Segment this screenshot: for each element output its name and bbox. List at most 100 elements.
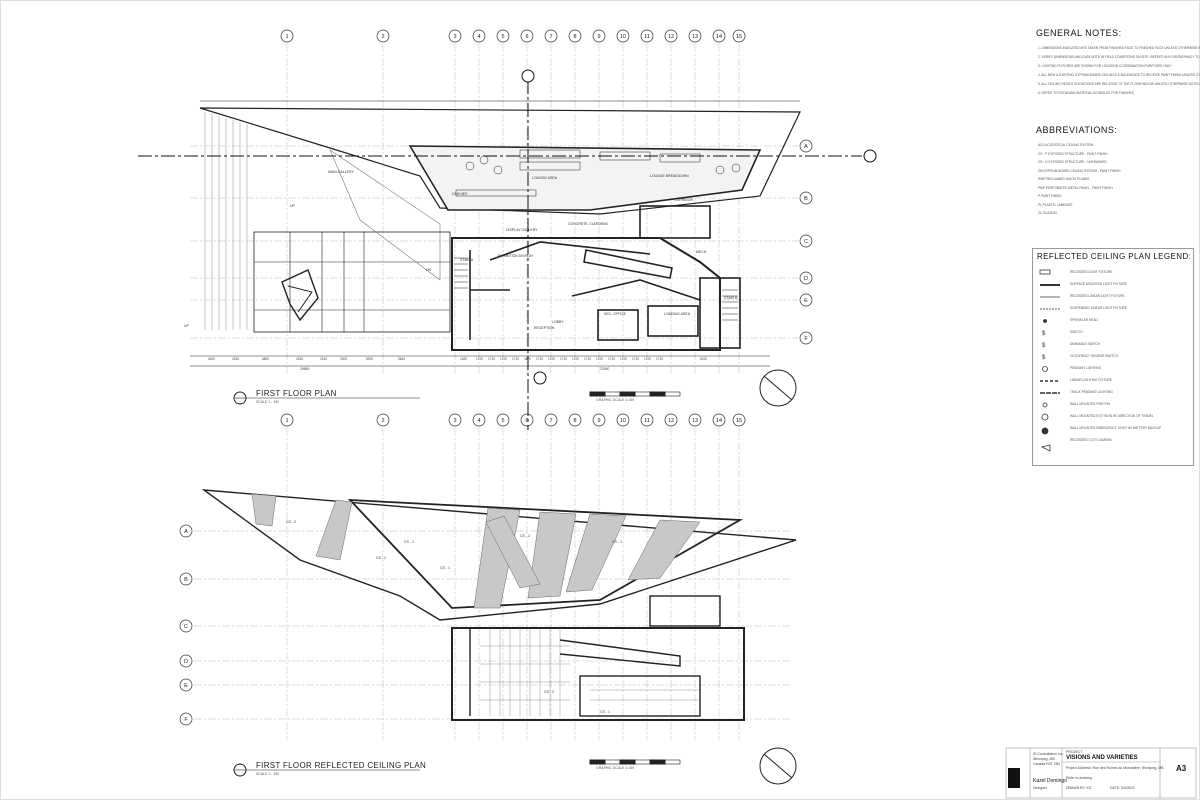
ceiling-tag: CS - 1 xyxy=(612,540,622,544)
gallery-block xyxy=(253,231,451,333)
first-floor-plan-drawing xyxy=(138,80,862,430)
grid-bubble-6 xyxy=(520,413,534,427)
grid-bubble-2 xyxy=(376,413,390,427)
grid-bubble-8 xyxy=(568,29,582,43)
dimension-label: 5000 xyxy=(366,357,374,361)
project-label: PROJECT xyxy=(1066,750,1083,754)
ceiling-tag: CS - 2 xyxy=(404,540,414,544)
grid-label-4: 4 xyxy=(477,34,480,40)
section-markers xyxy=(521,69,877,385)
general-note-item: 2. VERIFY DIMENSIONS AND DATA NOTE IN FI… xyxy=(1038,55,1200,59)
row-label-A: A xyxy=(184,529,188,535)
dimension-label: 1720 xyxy=(572,357,580,361)
row-bubble-B xyxy=(179,572,193,586)
grid-bubble-6 xyxy=(520,29,534,43)
rcp-building-block xyxy=(451,627,745,721)
ceiling-tag: CS - 2 xyxy=(286,520,296,524)
grid-label-15: 15 xyxy=(736,34,742,40)
graphic-scale-lower xyxy=(589,759,681,765)
grid-label-10: 10 xyxy=(620,34,626,40)
ceiling-tag: CS - 2 xyxy=(520,534,530,538)
general-note-item: 1. DIMENSIONS INDICATED ARE TAKEN FROM F… xyxy=(1038,46,1200,50)
grid-bubble-5 xyxy=(496,29,510,43)
ceiling-bands xyxy=(251,493,701,609)
ceiling-tag: CS - 1 xyxy=(376,556,386,560)
grid-bubble-7 xyxy=(544,29,558,43)
row-bubble-D xyxy=(799,271,813,285)
interior-walls xyxy=(469,205,741,349)
grid-label-7: 7 xyxy=(549,34,552,40)
grid-bubble-9 xyxy=(592,413,606,427)
legend-item: PENDANT LIGHTING xyxy=(1070,366,1102,370)
designer-name: Kazel Domingo xyxy=(1033,778,1067,784)
grid-label-1: 1 xyxy=(285,34,288,40)
grid-label-13: 13 xyxy=(692,34,698,40)
general-note-item: 5. ALL CEILING HEIGHT ELEVATIONS ARE REL… xyxy=(1038,82,1200,86)
grid-bubble-12 xyxy=(664,29,678,43)
grid-bubble-1 xyxy=(280,413,294,427)
grid-bubble-3 xyxy=(448,413,462,427)
room-label: UP xyxy=(290,204,295,208)
grid-bubble-14 xyxy=(712,413,726,427)
firm-line: Canada R3T 2N2 xyxy=(1033,762,1061,766)
grid-label-11: 11 xyxy=(644,418,650,424)
row-bubble-B xyxy=(799,191,813,205)
legend-item: WALL MOUNTED EMERGENCY LIGHT W/ BATTERY … xyxy=(1070,426,1162,430)
abbreviation-item: CS - P EXPOSED STRUCTURE - PAINT FINISH xyxy=(1038,151,1108,156)
firm-logo xyxy=(1008,768,1020,788)
rcp-ceiling-grid xyxy=(480,628,700,716)
grid-bubble-4 xyxy=(472,29,486,43)
dimension-label: 2300 xyxy=(340,357,348,361)
grid-label-6: 6 xyxy=(525,34,528,40)
grid-label-14: 14 xyxy=(716,418,722,424)
legend-item: DIMMABLE SWITCH xyxy=(1070,342,1101,346)
room-label: EXHIBITION DISPLAY xyxy=(498,254,534,258)
grid-label-7: 7 xyxy=(549,418,552,424)
row-label-D: D xyxy=(804,276,808,282)
row-label-F: F xyxy=(804,336,808,342)
ramp-hatching xyxy=(204,112,248,330)
graphic-scale-label-upper: GRAPHIC SCALE 1:150 xyxy=(596,398,635,402)
legend-item: SUSPENDED LINEAR LIGHT FIXTURE xyxy=(1070,306,1127,310)
abbreviation-item: GB GYPSUM BOARD CEILING SYSTEM - PAINT F… xyxy=(1038,168,1121,173)
grid-bubble-10 xyxy=(616,29,630,43)
rcp-walls xyxy=(469,595,721,717)
rcp-scale: SCALE 1 : 150 xyxy=(256,772,280,776)
firm-line: ID Consultation Inc. xyxy=(1033,752,1064,756)
north-arrow-lower xyxy=(759,747,797,785)
room-label: UP xyxy=(184,324,189,328)
row-bubble-A xyxy=(799,139,813,153)
grid-bubble-11 xyxy=(640,413,654,427)
project-address: Project Address: Rue des Ruines du Monas… xyxy=(1066,766,1164,770)
legend-item: SURFACE MOUNTED LIGHT FIXTURE xyxy=(1070,282,1127,286)
general-note-item: 6. REFER TO ROOM AND MATERIAL SCHEDULE F… xyxy=(1038,91,1134,95)
grid-label-8: 8 xyxy=(573,34,576,40)
grid-label-4: 4 xyxy=(477,418,480,424)
general-notes-title: GENERAL NOTES: xyxy=(1036,28,1122,38)
dimension-label: 1720 xyxy=(596,357,604,361)
rcp-wedge-outline xyxy=(201,489,797,621)
grid-label-13: 13 xyxy=(692,418,698,424)
dimension-label: 1720 xyxy=(608,357,616,361)
ceiling-tag: CS - 1 xyxy=(600,710,610,714)
grid-bubble-15 xyxy=(732,413,746,427)
legend-item: WALL MOUNTED EXIT SIGN W/ DIRECTION OF T… xyxy=(1070,414,1154,418)
grid-bubble-9 xyxy=(592,29,606,43)
svg-text:$: $ xyxy=(1042,343,1046,349)
room-label: DN xyxy=(426,268,432,272)
abbreviation-item: PL PLASTIC LAMINATE xyxy=(1038,202,1073,207)
grid-label-10: 10 xyxy=(620,418,626,424)
dimension-label: 1720 xyxy=(620,357,628,361)
dimension-label: 1720 xyxy=(644,357,652,361)
grid-label-12: 12 xyxy=(668,34,674,40)
grid-label-11: 11 xyxy=(644,34,650,40)
grid-label-1: 1 xyxy=(285,418,288,424)
abbreviation-item: CS - U EXPOSED STRUCTURE - UNFINISHED xyxy=(1038,160,1107,164)
svg-text:$: $ xyxy=(1042,355,1046,361)
room-label: STAIR A xyxy=(460,258,474,262)
row-bubble-A xyxy=(179,524,193,538)
legend-item: LINEAR LIGHTING FIXTURE xyxy=(1070,378,1112,382)
legend-item: RECESSED LIGHT FIXTURE xyxy=(1070,270,1113,274)
svg-text:$: $ xyxy=(1042,331,1046,337)
dimension-label: 3640 xyxy=(398,357,406,361)
